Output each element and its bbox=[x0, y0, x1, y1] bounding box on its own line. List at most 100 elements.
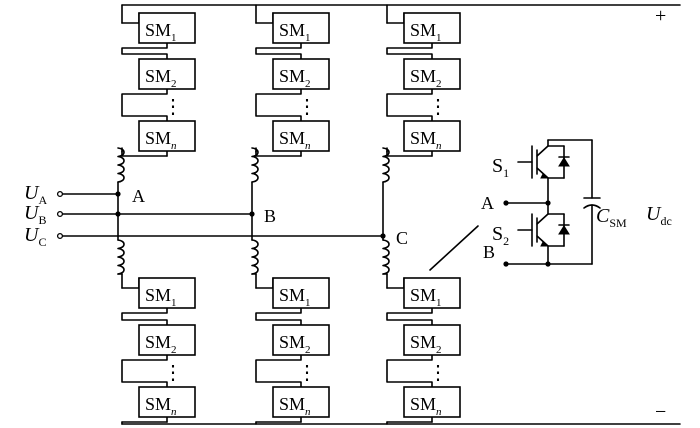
ellipsis-lower-2: ⋮ bbox=[297, 362, 317, 384]
phase-node-label-b: B bbox=[264, 206, 276, 226]
submodule-label-lower-3-1: SM1 bbox=[410, 285, 442, 309]
submodule-label-upper-2-1-main: SM bbox=[279, 20, 305, 40]
submodule-label-upper-3-3: SMn bbox=[410, 128, 442, 152]
submodule-label-upper-1-2-main: SM bbox=[145, 66, 171, 86]
submodule-label-upper-3-2-main: SM bbox=[410, 66, 436, 86]
submodule-label-lower-1-3-main: SM bbox=[145, 394, 171, 414]
phase-node-label-a: A bbox=[132, 186, 145, 206]
switch-label-s2-sub: 2 bbox=[503, 234, 509, 248]
switch-lower-diode-triangle bbox=[558, 225, 570, 235]
submodule-label-upper-3-3-main: SM bbox=[410, 128, 436, 148]
submodule-lower-3-1 bbox=[403, 277, 461, 309]
submodule-label-upper-1-3: SMn bbox=[145, 128, 177, 152]
input-voltage-2-main: U bbox=[24, 202, 40, 224]
switch-label-s1-main: S bbox=[492, 155, 503, 177]
phase-node-label-c-main: C bbox=[396, 228, 408, 248]
submodule-lower-1-1 bbox=[138, 277, 196, 309]
submodule-label-upper-3-1: SM1 bbox=[410, 20, 442, 44]
input-voltage-1-sub: A bbox=[38, 193, 47, 207]
submodule-label-lower-1-1-main: SM bbox=[145, 285, 171, 305]
submodule-label-upper-1-1-sub: 1 bbox=[171, 32, 177, 44]
wire bbox=[121, 42, 168, 60]
submodule-label-lower-2-1-sub: 1 bbox=[305, 297, 311, 309]
submodule-label-upper-3-3-sub: n bbox=[436, 140, 442, 152]
wire bbox=[386, 307, 433, 326]
switch-label-s1: S1 bbox=[492, 155, 509, 180]
submodule-label-lower-2-1: SM1 bbox=[279, 285, 311, 309]
submodule-label-lower-3-2-main: SM bbox=[410, 332, 436, 352]
arm-inductor-upper-2 bbox=[251, 147, 259, 183]
wire bbox=[255, 42, 302, 60]
submodule-label-lower-3-2-sub: 2 bbox=[436, 344, 442, 356]
detail-leader-line bbox=[429, 225, 479, 271]
capacitor-label-main: C bbox=[596, 205, 610, 227]
submodule-label-lower-3-3: SMn bbox=[410, 394, 442, 418]
phase-node-2 bbox=[249, 211, 255, 217]
capacitor-label: CSM bbox=[596, 205, 627, 230]
submodule-label-upper-1-1-main: SM bbox=[145, 20, 171, 40]
submodule-label-upper-3-2: SM2 bbox=[410, 66, 442, 90]
dc-voltage-label: Udc bbox=[646, 203, 672, 228]
submodule-label-lower-3-1-main: SM bbox=[410, 285, 436, 305]
submodule-upper-1-3 bbox=[138, 120, 196, 152]
input-voltage-2-sub: B bbox=[38, 213, 46, 227]
wire bbox=[121, 354, 168, 388]
ac-terminal-3 bbox=[56, 232, 64, 240]
ac-terminal-1 bbox=[56, 190, 64, 198]
submodule-label-lower-1-1: SM1 bbox=[145, 285, 177, 309]
submodule-label-lower-3-3-main: SM bbox=[410, 394, 436, 414]
submodule-label-upper-2-1: SM1 bbox=[279, 20, 311, 44]
submodule-label-lower-2-1-main: SM bbox=[279, 285, 305, 305]
submodule-label-upper-1-2: SM2 bbox=[145, 66, 177, 90]
input-voltage-3: UC bbox=[24, 224, 46, 249]
submodule-label-upper-2-3-sub: n bbox=[305, 140, 311, 152]
phase-node-3 bbox=[380, 233, 386, 239]
submodule-upper-2-3 bbox=[272, 120, 330, 152]
switch-upper-collector bbox=[536, 145, 549, 157]
ellipsis-lower-3: ⋮ bbox=[428, 362, 448, 384]
positive-sign-main: + bbox=[655, 5, 666, 27]
phase-node-label-b-main: B bbox=[264, 206, 276, 226]
wire bbox=[386, 354, 433, 388]
switch-lower-collector bbox=[536, 213, 549, 225]
input-voltage-3-sub: C bbox=[38, 235, 46, 249]
submodule-label-lower-1-1-sub: 1 bbox=[171, 297, 177, 309]
submodule-label-lower-2-2-sub: 2 bbox=[305, 344, 311, 356]
input-voltage-2: UB bbox=[24, 202, 46, 227]
dc-voltage-label-sub: dc bbox=[660, 214, 671, 228]
submodule-label-upper-1-1: SM1 bbox=[145, 20, 177, 44]
submodule-lower-2-3 bbox=[272, 386, 330, 418]
input-voltage-1-main: U bbox=[24, 182, 40, 204]
input-voltage-3-main: U bbox=[24, 224, 40, 246]
wire bbox=[255, 354, 302, 388]
arm-inductor-lower-1 bbox=[117, 239, 125, 275]
submodule-label-lower-3-1-sub: 1 bbox=[436, 297, 442, 309]
terminal-a-dot bbox=[503, 200, 509, 206]
submodule-upper-3-2 bbox=[403, 58, 461, 90]
submodule-label-upper-3-1-main: SM bbox=[410, 20, 436, 40]
submodule-lower-1-3 bbox=[138, 386, 196, 418]
submodule-label-upper-2-2-main: SM bbox=[279, 66, 305, 86]
ellipsis-upper-3: ⋮ bbox=[428, 96, 448, 118]
submodule-label-lower-2-3: SMn bbox=[279, 394, 311, 418]
submodule-upper-1-1 bbox=[138, 12, 196, 44]
submodule-label-lower-1-3: SMn bbox=[145, 394, 177, 418]
submodule-label-upper-3-1-sub: 1 bbox=[436, 32, 442, 44]
arm-inductor-lower-2 bbox=[251, 239, 259, 275]
input-voltage-1: UA bbox=[24, 182, 47, 207]
submodule-label-upper-2-2: SM2 bbox=[279, 66, 311, 90]
ellipsis-lower-1: ⋮ bbox=[163, 362, 183, 384]
submodule-lower-2-1 bbox=[272, 277, 330, 309]
submodule-label-upper-2-2-sub: 2 bbox=[305, 78, 311, 90]
phase-node-1 bbox=[115, 191, 121, 197]
submodule-label-lower-3-2: SM2 bbox=[410, 332, 442, 356]
wiring bbox=[59, 4, 681, 425]
dc-voltage-label-main: U bbox=[646, 203, 662, 225]
submodule-label-upper-2-3: SMn bbox=[279, 128, 311, 152]
submodule-label-upper-2-1-sub: 1 bbox=[305, 32, 311, 44]
terminal-b-label: B bbox=[483, 242, 495, 262]
ellipsis-upper-2: ⋮ bbox=[297, 96, 317, 118]
wire bbox=[121, 88, 168, 122]
submodule-upper-3-3 bbox=[403, 120, 461, 152]
